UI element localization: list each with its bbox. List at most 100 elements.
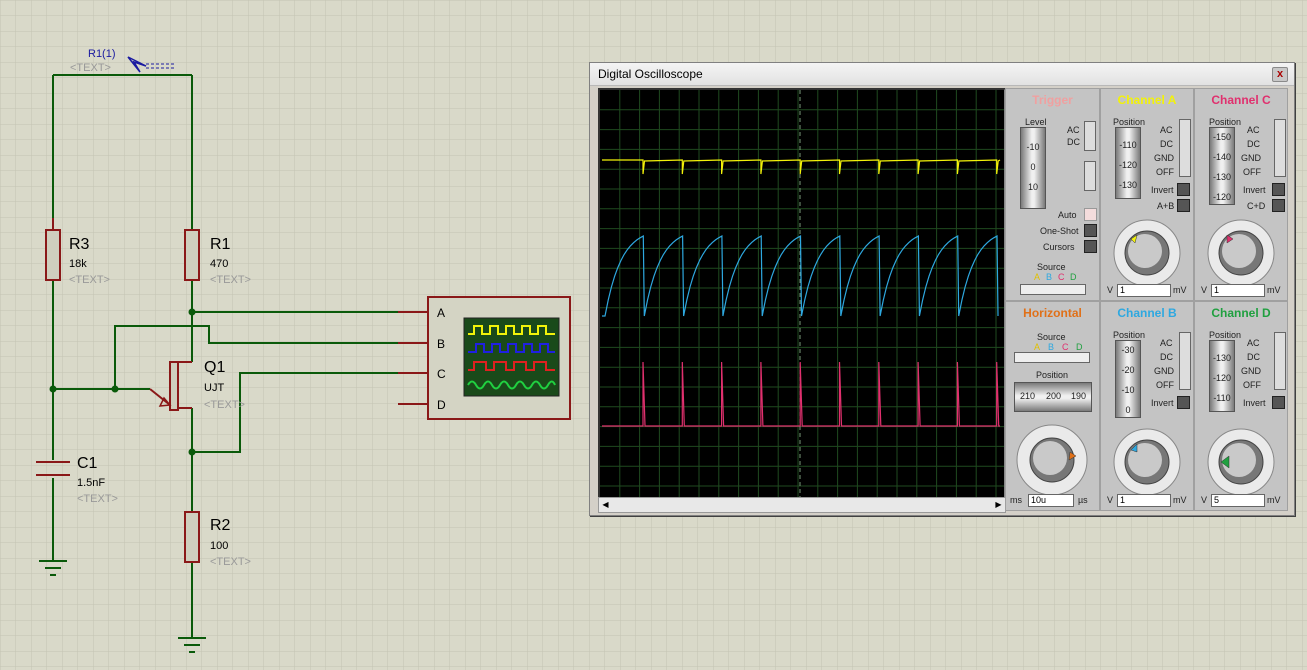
position-tick: -120 bbox=[1212, 373, 1231, 383]
channel-c-volts-knob[interactable] bbox=[1197, 209, 1285, 287]
horizontal-knob-pointer-icon bbox=[1068, 451, 1077, 461]
channel-d-unit-mv: mV bbox=[1267, 495, 1281, 505]
channel-a-aplusb-button[interactable] bbox=[1177, 199, 1190, 212]
channel-d-value-field[interactable]: 5 bbox=[1211, 494, 1265, 507]
trigger-cursors-button[interactable] bbox=[1084, 240, 1097, 253]
channel-a-volts-knob[interactable] bbox=[1103, 209, 1191, 287]
channel-a-coupling-switch[interactable] bbox=[1179, 119, 1191, 177]
trigger-source-b: B bbox=[1046, 272, 1053, 282]
channel-d-dc: DC bbox=[1247, 352, 1260, 362]
horizontal-panel: Horizontal Source A B C D Position 210 2… bbox=[1005, 301, 1100, 511]
horizontal-source-slider[interactable] bbox=[1014, 352, 1090, 363]
r2-value: 100 bbox=[210, 540, 228, 552]
channel-d-position-drum[interactable]: -130 -120 -110 bbox=[1209, 340, 1235, 412]
probe-text: <TEXT> bbox=[70, 62, 111, 74]
level-tick: -10 bbox=[1026, 142, 1040, 152]
channel-b-unit-mv: mV bbox=[1173, 495, 1187, 505]
channel-c-ac: AC bbox=[1247, 125, 1260, 135]
r2-text: <TEXT> bbox=[210, 556, 251, 568]
trigger-edge-switch[interactable] bbox=[1084, 161, 1096, 191]
oscilloscope-window[interactable]: Digital Oscilloscope x ◀ ▶ Trigger Level… bbox=[589, 62, 1295, 516]
close-button[interactable]: x bbox=[1272, 67, 1288, 82]
channel-b-panel: Channel B Position -30 -20 -10 0 AC DC G… bbox=[1100, 301, 1194, 511]
channel-d-position-label: Position bbox=[1209, 330, 1242, 340]
channel-b-unit-v: V bbox=[1107, 495, 1114, 505]
position-tick: -130 bbox=[1212, 353, 1231, 363]
trigger-auto-button[interactable] bbox=[1084, 208, 1097, 221]
title-bar[interactable]: Digital Oscilloscope x bbox=[590, 63, 1294, 86]
channel-a-aplusb-label: A+B bbox=[1157, 201, 1175, 211]
position-tick: 190 bbox=[1071, 391, 1087, 401]
scope-input-d: D bbox=[437, 398, 446, 412]
channel-c-coupling-switch[interactable] bbox=[1274, 119, 1286, 177]
oscilloscope-instrument[interactable]: A B C D bbox=[398, 296, 571, 420]
transistor-q1[interactable]: Q1 UJT <TEXT> bbox=[149, 359, 245, 411]
channel-c-value-field[interactable]: 1 bbox=[1211, 284, 1265, 297]
channel-c-title: Channel C bbox=[1211, 93, 1271, 107]
channel-a-ac: AC bbox=[1160, 125, 1173, 135]
scroll-right-icon[interactable]: ▶ bbox=[995, 500, 1002, 509]
capacitor-c1[interactable]: C1 1.5nF <TEXT> bbox=[36, 455, 118, 505]
trigger-cursors-label: Cursors bbox=[1043, 242, 1075, 252]
trigger-oneshot-button[interactable] bbox=[1084, 224, 1097, 237]
channel-b-coupling-switch[interactable] bbox=[1179, 332, 1191, 390]
channel-a-position-drum[interactable]: -110 -120 -130 bbox=[1115, 127, 1141, 199]
channel-b-volts-knob[interactable] bbox=[1103, 418, 1191, 496]
r3-text: <TEXT> bbox=[69, 274, 110, 286]
channel-a-value-field[interactable]: 1 bbox=[1117, 284, 1171, 297]
channel-c-invert-button[interactable] bbox=[1272, 183, 1285, 196]
scope-icon-waves bbox=[467, 325, 556, 390]
r1-text: <TEXT> bbox=[210, 274, 251, 286]
position-tick: 200 bbox=[1046, 391, 1062, 401]
horizontal-position-label: Position bbox=[1036, 370, 1069, 380]
horizontal-scrollbar[interactable]: ◀ ▶ bbox=[598, 497, 1006, 513]
trigger-panel: Trigger Level -10 0 10 AC DC Auto One-Sh… bbox=[1005, 88, 1100, 301]
trigger-level-label: Level bbox=[1025, 117, 1047, 127]
horizontal-title: Horizontal bbox=[1023, 306, 1082, 320]
horizontal-source-a: A bbox=[1034, 342, 1041, 352]
channel-d-invert-label: Invert bbox=[1243, 398, 1266, 408]
trigger-title: Trigger bbox=[1032, 93, 1073, 107]
channel-d-coupling-switch[interactable] bbox=[1274, 332, 1286, 390]
resistor-r2[interactable]: R2 100 <TEXT> bbox=[184, 511, 251, 568]
r2-ref: R2 bbox=[210, 517, 231, 534]
channel-a-unit-mv: mV bbox=[1173, 285, 1187, 295]
channel-a-title: Channel A bbox=[1117, 93, 1177, 107]
voltage-probe[interactable]: R1(1) <TEXT> bbox=[70, 48, 176, 74]
channel-c-cplusd-button[interactable] bbox=[1272, 199, 1285, 212]
trigger-source-slider[interactable] bbox=[1020, 284, 1086, 295]
horizontal-source-b: B bbox=[1048, 342, 1055, 352]
channel-b-position-drum[interactable]: -30 -20 -10 0 bbox=[1115, 340, 1141, 418]
wires bbox=[52, 74, 420, 637]
position-tick: -110 bbox=[1213, 393, 1231, 403]
resistor-r3[interactable]: R3 18k <TEXT> bbox=[45, 218, 110, 286]
channel-d-volts-knob[interactable] bbox=[1197, 418, 1285, 496]
channel-d-off: OFF bbox=[1243, 380, 1261, 390]
r1-ref: R1 bbox=[210, 236, 231, 253]
trigger-level-drum[interactable]: -10 0 10 bbox=[1020, 127, 1046, 209]
channel-d-invert-button[interactable] bbox=[1272, 396, 1285, 409]
channel-a-invert-button[interactable] bbox=[1177, 183, 1190, 196]
trigger-dc-label: DC bbox=[1067, 137, 1080, 147]
horizontal-position-drum[interactable]: 210 200 190 bbox=[1014, 382, 1092, 412]
channel-c-position-label: Position bbox=[1209, 117, 1242, 127]
scroll-left-icon[interactable]: ◀ bbox=[602, 500, 609, 509]
scope-display[interactable] bbox=[598, 88, 1006, 500]
horizontal-value-field[interactable]: 10u bbox=[1028, 494, 1074, 507]
channel-c-cplusd-label: C+D bbox=[1247, 201, 1266, 211]
channel-a-invert-label: Invert bbox=[1151, 185, 1174, 195]
trigger-source-a: A bbox=[1034, 272, 1041, 282]
channel-a-position-label: Position bbox=[1113, 117, 1146, 127]
channel-b-value-field[interactable]: 1 bbox=[1117, 494, 1171, 507]
trigger-source-c: C bbox=[1058, 272, 1065, 282]
scope-traces-svg bbox=[600, 90, 1004, 498]
horizontal-timebase-knob[interactable] bbox=[1008, 416, 1096, 496]
trigger-coupling-switch[interactable] bbox=[1084, 121, 1096, 151]
window-title: Digital Oscilloscope bbox=[598, 67, 703, 81]
channel-b-invert-button[interactable] bbox=[1177, 396, 1190, 409]
horizontal-unit-us: µs bbox=[1078, 495, 1088, 505]
channel-c-position-drum[interactable]: -150 -140 -130 -120 bbox=[1209, 127, 1235, 205]
resistor-r1[interactable]: R1 470 <TEXT> bbox=[184, 229, 251, 286]
channel-d-title: Channel D bbox=[1211, 306, 1271, 320]
channel-b-invert-label: Invert bbox=[1151, 398, 1174, 408]
